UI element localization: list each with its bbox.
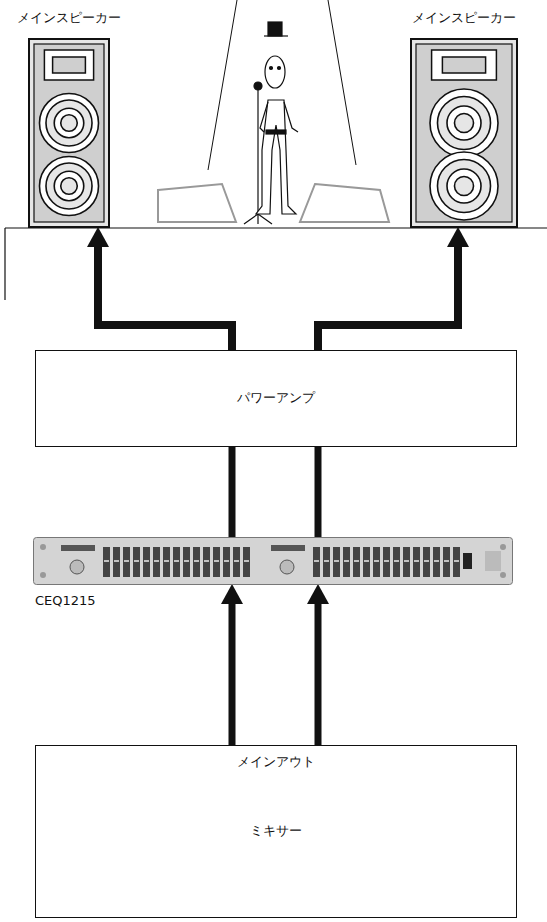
box-label: パワーアンプ xyxy=(237,390,315,406)
signal-connector xyxy=(229,604,236,745)
signal-connector xyxy=(318,247,458,350)
spotlight-beam xyxy=(208,0,237,170)
signal-connector xyxy=(229,447,236,537)
device-label: CEQ1215 xyxy=(35,593,96,609)
box-label: ミキサー xyxy=(250,823,302,839)
mixer-box: メインアウトミキサー xyxy=(35,745,517,918)
power-amp-box: パワーアンプ xyxy=(35,350,517,447)
signal-connector xyxy=(315,447,322,537)
speaker-cabinet xyxy=(410,38,518,228)
monitor-speaker xyxy=(158,184,389,222)
spotlight-beam xyxy=(328,0,356,165)
speaker-label: メインスピーカー xyxy=(412,10,516,26)
signal-connector xyxy=(315,604,322,745)
speaker-cabinet xyxy=(28,38,110,228)
main-speaker: メインスピーカー xyxy=(410,38,518,228)
singer xyxy=(244,22,298,224)
output-label: メインアウト xyxy=(237,754,315,770)
equalizer-device: CEQ1215 xyxy=(33,537,513,585)
signal-connector xyxy=(98,247,232,350)
equalizer-panel xyxy=(33,537,513,585)
stage xyxy=(5,228,547,300)
main-speaker: メインスピーカー xyxy=(28,38,110,228)
speaker-label: メインスピーカー xyxy=(17,10,121,26)
